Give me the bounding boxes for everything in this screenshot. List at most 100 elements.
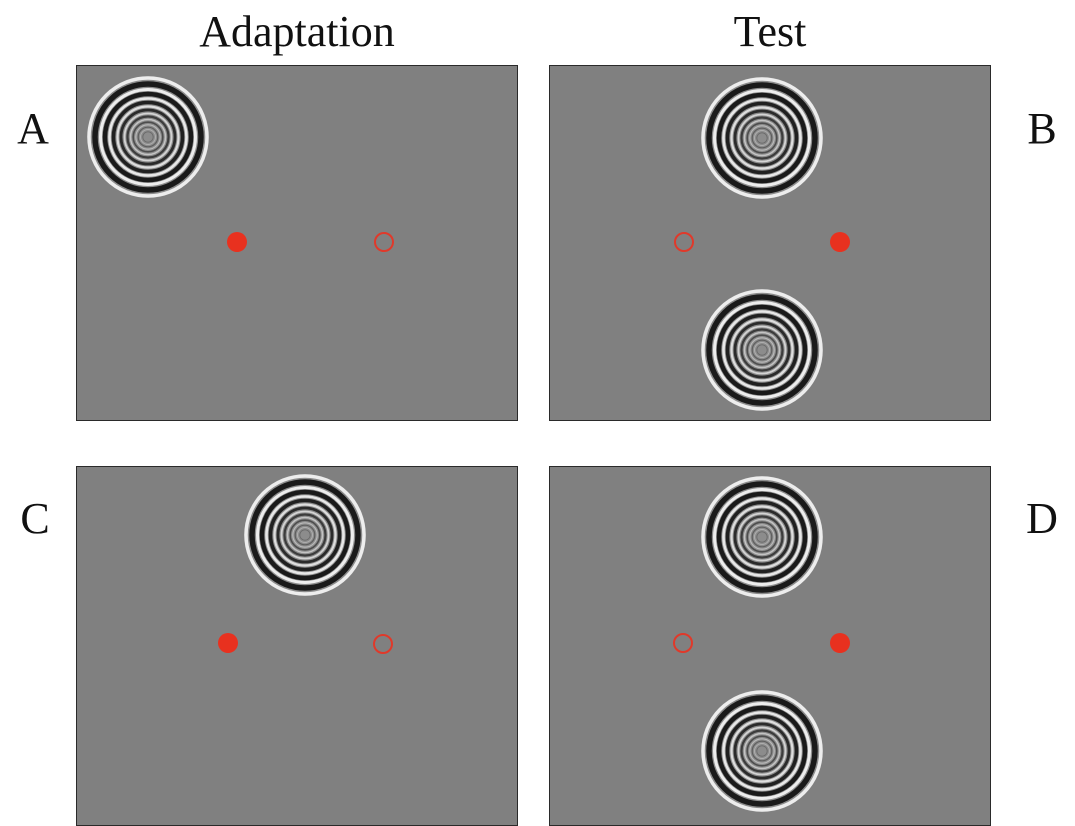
grating-ring xyxy=(740,116,784,160)
grating-ring xyxy=(730,318,794,382)
grating-ring xyxy=(733,109,791,167)
grating-ring xyxy=(716,491,808,583)
grating-ring xyxy=(123,112,173,162)
grating-ring xyxy=(142,131,154,143)
grating-ring xyxy=(276,506,334,564)
grating-ring xyxy=(292,522,318,548)
grating-ring xyxy=(746,334,778,366)
grating-ring xyxy=(116,105,180,169)
grating-ring xyxy=(754,743,770,759)
grating-ring xyxy=(706,82,818,194)
grating-ring xyxy=(733,722,791,780)
grating-ring xyxy=(749,524,775,550)
grating-ring xyxy=(294,524,316,546)
grating-ring xyxy=(716,304,808,396)
grating-ring xyxy=(746,521,778,553)
grating-ring xyxy=(746,122,778,154)
grating-ring xyxy=(273,503,337,567)
panel-d-test xyxy=(549,466,991,826)
open-target-dot xyxy=(674,232,694,252)
grating-ring xyxy=(99,88,197,186)
grating-ring xyxy=(137,126,159,148)
grating-ring xyxy=(716,92,808,184)
grating-ring xyxy=(754,130,770,146)
concentric-grating-top xyxy=(701,476,823,598)
grating-ring xyxy=(756,344,768,356)
grating-ring xyxy=(751,127,773,149)
grating-ring xyxy=(746,735,778,767)
panel-label-c: C xyxy=(20,494,50,543)
grating-ring xyxy=(756,132,768,144)
grating-ring xyxy=(749,738,775,764)
open-target-dot xyxy=(374,232,394,252)
open-target-dot xyxy=(673,633,693,653)
grating-ring xyxy=(722,98,802,178)
grating-ring xyxy=(299,529,311,541)
filled-fixation-dot xyxy=(830,633,850,653)
grating-ring xyxy=(740,515,784,559)
grating-ring xyxy=(119,108,177,166)
grating-ring xyxy=(259,489,351,581)
filled-fixation-dot xyxy=(227,232,247,252)
grating-ring xyxy=(751,339,773,361)
grating-ring xyxy=(740,328,784,372)
grating-ring xyxy=(725,313,799,387)
grating-ring xyxy=(754,529,770,545)
grating-ring xyxy=(265,495,345,575)
grating-ring xyxy=(749,125,775,151)
grating-ring xyxy=(730,719,794,783)
grating-ring xyxy=(286,516,324,554)
grating-ring xyxy=(756,531,768,543)
grating-ring xyxy=(297,527,313,543)
grating-ring xyxy=(249,479,361,591)
open-target-dot xyxy=(373,634,393,654)
grating-ring xyxy=(129,118,167,156)
concentric-grating-bottom xyxy=(701,690,823,812)
grating-ring xyxy=(126,115,170,159)
grating-ring xyxy=(743,732,781,770)
grating-ring xyxy=(102,91,194,183)
grating-ring xyxy=(108,97,188,177)
grating-ring xyxy=(737,512,787,562)
panel-label-b: B xyxy=(1027,104,1057,153)
panel-a-adaptation xyxy=(76,65,518,421)
grating-ring xyxy=(725,714,799,788)
filled-fixation-dot xyxy=(218,633,238,653)
grating-ring xyxy=(713,488,811,586)
grating-ring xyxy=(730,106,794,170)
grating-ring xyxy=(289,519,321,551)
grating-ring xyxy=(725,500,799,574)
grating-ring xyxy=(751,526,773,548)
grating-ring xyxy=(740,729,784,773)
test-heading: Test xyxy=(733,7,807,56)
grating-ring xyxy=(754,342,770,358)
grating-ring xyxy=(256,486,354,584)
panel-label-d: D xyxy=(1026,494,1058,543)
grating-ring xyxy=(743,331,781,369)
grating-ring xyxy=(743,119,781,157)
grating-ring xyxy=(743,518,781,556)
grating-ring xyxy=(713,702,811,800)
grating-ring xyxy=(706,481,818,593)
concentric-grating xyxy=(244,474,366,596)
grating-ring xyxy=(756,745,768,757)
grating-ring xyxy=(737,726,787,776)
grating-ring xyxy=(706,294,818,406)
concentric-grating-top xyxy=(701,77,823,199)
grating-ring xyxy=(132,121,164,153)
grating-ring xyxy=(737,113,787,163)
grating-ring xyxy=(135,124,161,150)
panel-b-test xyxy=(549,65,991,421)
grating-ring xyxy=(733,508,791,566)
grating-ring xyxy=(725,101,799,175)
grating-ring xyxy=(722,711,802,791)
grating-ring xyxy=(749,337,775,363)
grating-ring xyxy=(280,510,330,560)
filled-fixation-dot xyxy=(830,232,850,252)
adaptation-heading: Adaptation xyxy=(199,7,395,56)
grating-ring xyxy=(283,513,327,557)
grating-ring xyxy=(730,505,794,569)
grating-ring xyxy=(140,129,156,145)
panel-label-a: A xyxy=(17,104,49,153)
grating-ring xyxy=(733,321,791,379)
